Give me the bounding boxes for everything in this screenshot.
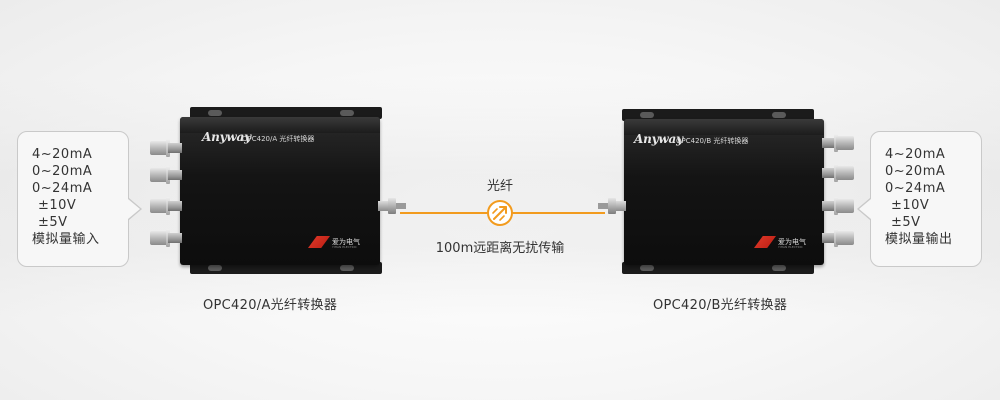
spec-line: ±10V — [891, 198, 930, 213]
device-top-rim — [180, 117, 380, 133]
bnc-connector-icon — [822, 229, 854, 247]
mount-hole — [772, 112, 786, 118]
brand-name: Anyway — [202, 130, 251, 144]
bnc-connector-icon — [150, 229, 182, 247]
mounting-flange — [622, 262, 814, 274]
brand-logo-icon: 爱为电气 YIHAN ELECTRIC — [754, 236, 824, 250]
logo-text: 爱为电气 — [332, 238, 360, 246]
caption-device-a: OPC420/A光纤转换器 — [203, 298, 338, 313]
mount-hole — [340, 110, 354, 116]
mount-hole — [208, 110, 222, 116]
mount-hole — [640, 265, 654, 271]
logo-subtext: YIHAN ELECTRIC — [332, 245, 357, 249]
callout-pointer — [859, 199, 871, 219]
caption-device-b: OPC420/B光纤转换器 — [653, 298, 788, 313]
logo-subtext: YIHAN ELECTRIC — [778, 245, 803, 249]
logo-text: 爱为电气 — [778, 238, 806, 246]
spec-line: 模拟量输入 — [32, 232, 100, 247]
logo-mark — [754, 236, 776, 248]
mount-hole — [772, 265, 786, 271]
callout-pointer — [128, 199, 140, 219]
mounting-flange — [190, 262, 382, 274]
st-connector-icon — [378, 198, 406, 214]
model-label: OPC420/B 光纤转换器 — [676, 137, 749, 145]
spec-line: 0~20mA — [885, 164, 946, 179]
logo-mark — [308, 236, 330, 248]
spec-line: 模拟量输出 — [885, 232, 953, 247]
spec-line: 4~20mA — [32, 147, 93, 162]
bnc-connector-icon — [150, 166, 182, 184]
mounting-flange — [190, 107, 382, 119]
output-spec-callout: 4~20mA 0~20mA 0~24mA ±10V ±5V 模拟量输出 — [870, 131, 982, 267]
spec-line: 0~20mA — [32, 164, 93, 179]
fiber-link-icon — [487, 200, 513, 226]
spec-line: 0~24mA — [32, 181, 93, 196]
bnc-connector-icon — [822, 164, 854, 182]
mount-hole — [640, 112, 654, 118]
fiber-label: 光纤 — [486, 179, 513, 194]
brand-logo-icon: 爱为电气 YIHAN ELECTRIC — [308, 236, 378, 250]
mounting-flange — [622, 109, 814, 121]
bnc-connector-icon — [150, 197, 182, 215]
spec-line: 0~24mA — [885, 181, 946, 196]
model-label: OPC420/A 光纤转换器 — [242, 135, 315, 143]
mount-hole — [340, 265, 354, 271]
bnc-connector-icon — [822, 197, 854, 215]
spec-line: ±5V — [38, 215, 68, 230]
spec-line: ±10V — [38, 198, 77, 213]
device-body: Anyway OPC420/A 光纤转换器 爱为电气 YIHAN ELECTRI… — [180, 117, 380, 265]
distance-label: 100m远距离无扰传输 — [435, 241, 565, 256]
device-top-rim — [624, 119, 824, 135]
bnc-connector-icon — [822, 134, 854, 152]
bnc-connector-icon — [150, 139, 182, 157]
brand-name: Anyway — [634, 132, 683, 146]
mount-hole — [208, 265, 222, 271]
spec-line: ±5V — [891, 215, 921, 230]
st-connector-icon — [598, 198, 626, 214]
device-body: Anyway OPC420/B 光纤转换器 爱为电气 YIHAN ELECTRI… — [624, 119, 824, 265]
spec-line: 4~20mA — [885, 147, 946, 162]
input-spec-callout: 4~20mA 0~20mA 0~24mA ±10V ±5V 模拟量输入 — [17, 131, 129, 267]
